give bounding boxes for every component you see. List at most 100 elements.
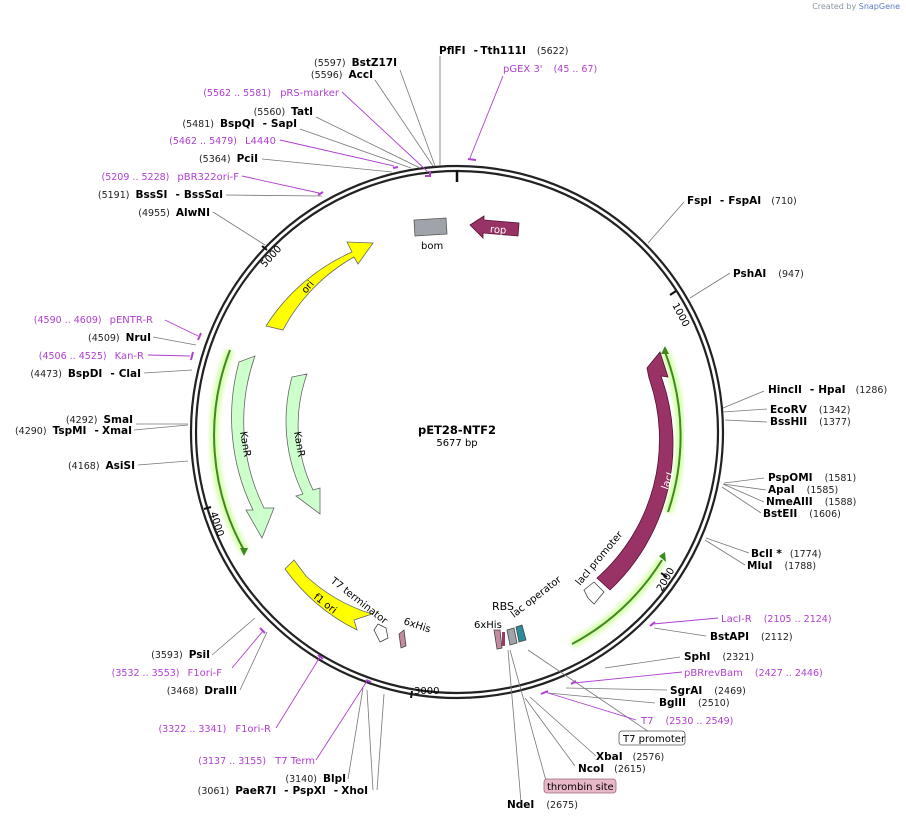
laci-feature[interactable]	[596, 351, 674, 591]
kanr-primer-marker[interactable]	[190, 351, 194, 361]
bsssi-label[interactable]: (5191)BssSI-BssSαI	[98, 189, 223, 201]
l4440-marker[interactable]	[392, 166, 399, 169]
pentr-label[interactable]: (4590 .. 4609)pENTR-R	[34, 315, 153, 326]
bom-label: bom	[421, 241, 443, 252]
tick-label-4000: 4000	[207, 511, 225, 539]
pfli-label[interactable]: PflFI-Tth111I(5622)	[439, 45, 568, 57]
prsmarker-label[interactable]: (5562 .. 5581)pRS-marker	[203, 88, 340, 99]
blpi-label[interactable]: (3140)BlpI	[285, 773, 346, 785]
bspqi-label[interactable]: (5481)BspQI-SapI	[182, 118, 297, 130]
tick-3000	[410, 690, 413, 699]
backbone-outer	[189, 164, 725, 700]
f1orir-label[interactable]: (3322 .. 3341)F1ori-R	[158, 724, 271, 735]
bspdi-label[interactable]: (4473)BspDI-ClaI	[30, 368, 141, 380]
rop-label: rop	[490, 224, 507, 236]
rop-feature[interactable]	[469, 215, 520, 239]
apai-label[interactable]: ApaI(1585)	[768, 484, 838, 496]
t7-promoter-box[interactable]	[618, 730, 686, 746]
bcli-label[interactable]: BclI *(1774)	[751, 548, 821, 560]
t7-primer-marker[interactable]	[540, 690, 549, 695]
lacir-marker[interactable]	[649, 621, 656, 627]
pcii-label[interactable]: (5364)PciI	[199, 153, 258, 165]
f1orir-marker[interactable]	[317, 654, 324, 660]
enzyme-leader-lines	[133, 56, 768, 803]
t7-primer-label[interactable]: T7(2530 .. 2549)	[640, 716, 733, 727]
ecorv-label[interactable]: EcoRV(1342)	[770, 404, 850, 416]
sphi-label[interactable]: SphI(2321)	[684, 651, 754, 663]
pspomi-label[interactable]: PspOMI(1581)	[768, 472, 856, 484]
laci-promoter-feature[interactable]	[583, 581, 605, 605]
sgrai-label[interactable]: SgrAI(2469)	[670, 685, 746, 697]
paer7i-label[interactable]: (3061)PaeR7I-PspXI-XhoI	[198, 785, 368, 797]
tick-label-1000: 1000	[669, 301, 691, 329]
bstz17i-label[interactable]: (5597)BstZ17I	[314, 57, 397, 69]
nrui-label[interactable]: (4509)NruI	[88, 332, 151, 344]
thrombin-site-box[interactable]	[543, 778, 617, 794]
laci-primer-line-upper	[664, 351, 682, 513]
credit: Created by SnapGene	[812, 2, 900, 11]
pshai-label[interactable]: PshAI(947)	[733, 268, 804, 280]
psii-label[interactable]: (3593)PsiI	[151, 649, 210, 661]
his6-left-label: 6xHis	[402, 616, 432, 635]
smai-label[interactable]: (4292)SmaI	[66, 414, 133, 426]
asisi-label[interactable]: (4168)AsiSI	[68, 460, 135, 472]
lac-operator-feature[interactable]	[515, 624, 527, 643]
thrombin-site-label: thrombin site	[547, 782, 614, 793]
tick-5000	[261, 245, 268, 251]
kanr-primer-line	[213, 349, 246, 553]
ndei-label[interactable]: NdeI(2675)	[507, 799, 578, 811]
lac-operator-label: lac operator	[509, 574, 564, 621]
his6-right-feature[interactable]	[493, 629, 503, 650]
ori-feature[interactable]	[265, 241, 374, 331]
bstapi-label[interactable]: BstAPI(2112)	[710, 631, 793, 643]
f1orif-label[interactable]: (3532 .. 3553)F1ori-F	[112, 668, 223, 679]
tati-label[interactable]: (5560)TatI	[254, 106, 313, 118]
bglii-label[interactable]: BglII(2510)	[659, 697, 730, 709]
lacir-label[interactable]: LacI-R(2105 .. 2124)	[721, 614, 832, 625]
ncoi-label[interactable]: NcoI(2615)	[578, 763, 646, 775]
laci-primer-arrow-upper	[661, 346, 669, 354]
tspmi-label[interactable]: (4290)TspMI-XmaI	[15, 425, 132, 437]
prsmarker-marker[interactable]	[425, 171, 431, 177]
credit-prefix: Created by	[812, 2, 857, 11]
kanr-label-outer: KanR	[237, 431, 252, 458]
tick-label-3000: 3000	[414, 686, 439, 697]
mlui-label[interactable]: MluI(1788)	[747, 560, 816, 572]
bom-feature[interactable]	[413, 217, 448, 237]
t7-promoter-label: T7 promoter	[622, 734, 686, 745]
t7-terminator-feature[interactable]	[373, 623, 389, 643]
kanr-feature-outer[interactable]	[231, 355, 275, 539]
l4440-label[interactable]: (5462 .. 5479)L4440	[169, 136, 276, 147]
tick-4000	[203, 506, 212, 510]
rbs-feature[interactable]	[506, 627, 518, 646]
pbr322ori-marker[interactable]	[317, 191, 324, 196]
his6-right-label: 6xHis	[474, 620, 502, 631]
laci-primer-arrow-lower	[659, 552, 666, 562]
xbai-label[interactable]: XbaI(2576)	[596, 751, 664, 763]
fspi-label[interactable]: FspI-FspAI(710)	[687, 195, 797, 207]
tick-2000	[660, 572, 668, 578]
t7term-marker[interactable]	[365, 679, 372, 683]
snapgene-logo: SnapGene	[858, 2, 900, 11]
acci-label[interactable]: (5596)AccI	[311, 69, 373, 81]
pgex3-marker[interactable]	[467, 158, 477, 161]
f1-ori-feature[interactable]	[284, 559, 374, 631]
hincii-label[interactable]: HincII-HpaI(1286)	[768, 384, 887, 396]
bsteii-label[interactable]: BstEII(1606)	[763, 508, 841, 520]
thrombin-site-feature[interactable]	[502, 632, 505, 646]
pbr322ori-label[interactable]: (5209 .. 5228)pBR322ori-F	[102, 172, 240, 183]
f1orif-marker[interactable]	[259, 627, 266, 634]
nmeaiii-label[interactable]: NmeAIII(1588)	[766, 496, 856, 508]
pentr-marker[interactable]	[197, 332, 202, 341]
alwni-label[interactable]: (4955)AlwNI	[138, 207, 210, 219]
kanr-primer-label[interactable]: (4506 .. 4525)Kan-R	[39, 351, 144, 362]
pbrrevbam-label[interactable]: pBRrevBam(2427 .. 2446)	[684, 668, 823, 679]
pgex3-label[interactable]: pGEX 3'(45 .. 67)	[503, 64, 597, 75]
kanr-feature-inner[interactable]	[285, 373, 321, 515]
t7term-label[interactable]: (3137 .. 3155)T7 Term	[198, 756, 315, 767]
draiii-label[interactable]: (3468)DraIII	[167, 685, 237, 697]
his6-left-feature[interactable]	[398, 629, 407, 649]
kanr-label-inner: KanR	[291, 431, 306, 458]
bsshii-label[interactable]: BssHII(1377)	[770, 416, 851, 428]
